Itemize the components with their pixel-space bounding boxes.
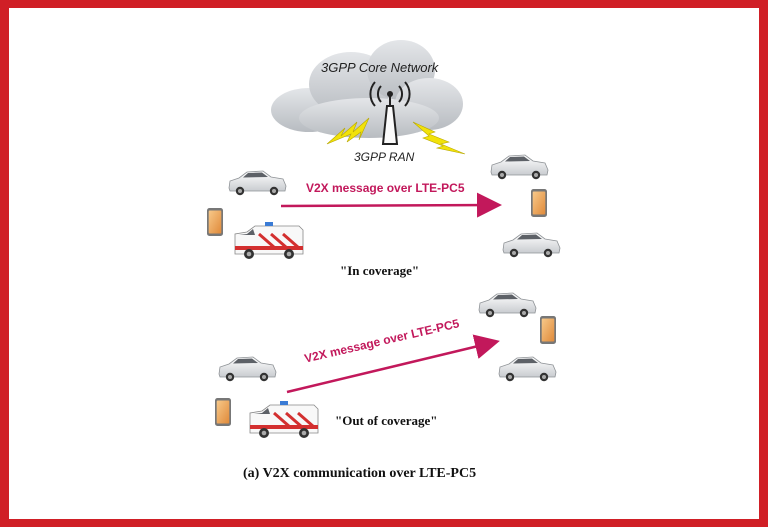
- car-icon: [490, 154, 549, 180]
- smartphone-icon: [207, 208, 223, 236]
- out-of-coverage-label: "Out of coverage": [335, 413, 438, 428]
- ran-label: 3GPP RAN: [354, 150, 415, 164]
- core-network-label: 3GPP Core Network: [321, 60, 439, 75]
- car-icon: [498, 356, 557, 382]
- in-coverage-label: "In coverage": [340, 263, 420, 278]
- in-coverage-arrow: [280, 192, 502, 218]
- car-icon: [218, 356, 277, 382]
- smartphone-icon: [531, 189, 547, 217]
- car-icon: [502, 232, 561, 258]
- car-icon: [228, 170, 287, 196]
- ran-antenna-icon: [369, 81, 411, 145]
- core-network-cloud: [271, 40, 463, 138]
- smartphone-icon: [540, 316, 556, 344]
- ambulance-icon: [233, 220, 305, 261]
- ambulance-icon: [248, 399, 320, 440]
- figure-caption: (a) V2X communication over LTE-PC5: [243, 466, 477, 481]
- out-of-coverage-arrow: [286, 334, 500, 394]
- smartphone-icon: [215, 398, 231, 426]
- lightning-left-icon: [326, 117, 370, 145]
- v2x-diagram: [207, 40, 561, 440]
- lightning-right-icon: [412, 121, 466, 155]
- figure-frame: 3GPP Core Network 3GPP RAN V2X message o…: [9, 8, 759, 519]
- in-coverage-message: V2X message over LTE-PC5: [306, 181, 465, 195]
- car-icon: [478, 292, 537, 318]
